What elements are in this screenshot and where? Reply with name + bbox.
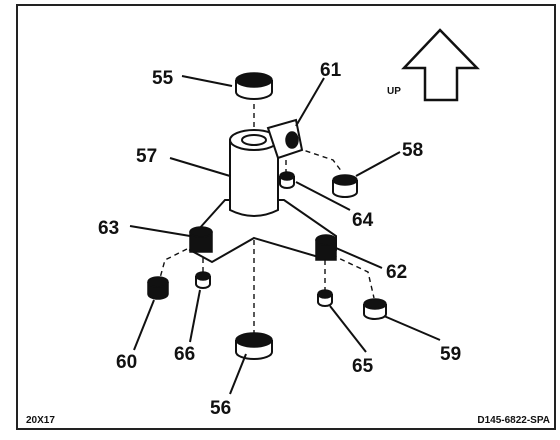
part-64-bushing — [279, 171, 295, 189]
leader-55 — [181, 75, 233, 87]
part-55-cap — [235, 72, 273, 100]
leader-56 — [229, 353, 247, 395]
leader-60 — [133, 299, 155, 351]
leader-57 — [169, 157, 231, 177]
part-65-bushing — [317, 289, 333, 307]
part-58-mount — [332, 174, 358, 198]
up-label: UP — [387, 86, 401, 97]
part-60-mount — [147, 276, 169, 300]
leader-59 — [383, 315, 441, 341]
callout-57: 57 — [136, 146, 157, 167]
callout-59: 59 — [440, 344, 461, 365]
callout-66: 66 — [174, 344, 195, 365]
callout-55: 55 — [152, 68, 174, 89]
leader-65 — [329, 305, 367, 353]
callout-56: 56 — [210, 398, 231, 419]
leader-64 — [295, 181, 351, 211]
centerline-left — [159, 244, 196, 279]
part-59-mount — [363, 298, 387, 320]
callout-65: 65 — [352, 356, 374, 377]
callout-60: 60 — [116, 352, 137, 373]
part-66-bushing — [195, 271, 211, 289]
callout-62: 62 — [386, 262, 407, 283]
part-57-bracket — [188, 118, 337, 264]
figure-code-right: D145-6822-SPA — [477, 415, 550, 426]
up-arrow-icon — [401, 28, 480, 102]
leader-61 — [295, 77, 325, 127]
leader-58 — [355, 151, 401, 177]
callout-63: 63 — [98, 218, 119, 239]
part-56-cap — [235, 332, 273, 360]
leader-63 — [129, 225, 191, 237]
callout-64: 64 — [352, 210, 374, 231]
centerline-59 — [331, 254, 375, 299]
figure-code-left: 20X17 — [26, 415, 55, 426]
leader-66 — [189, 289, 201, 343]
centerline-right-top — [296, 147, 343, 173]
leader-62 — [335, 247, 383, 269]
callout-61: 61 — [320, 60, 342, 81]
callout-58: 58 — [402, 140, 423, 161]
